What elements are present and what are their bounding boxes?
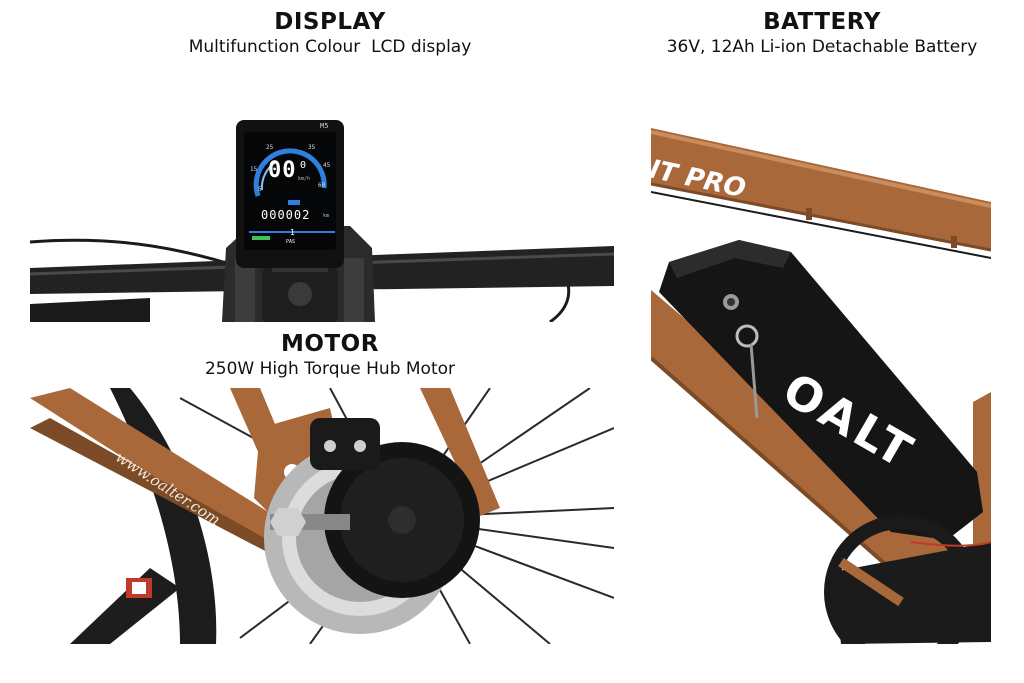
lcd-mode-label: M5 — [320, 122, 329, 130]
lcd-scale-5: 5 — [258, 186, 262, 193]
motor-heading: MOTOR 250W High Torque Hub Motor — [120, 330, 540, 380]
lcd-speed-unit: km/h — [298, 176, 311, 182]
battery-title: BATTERY — [763, 9, 881, 35]
display-title: DISPLAY — [274, 9, 386, 35]
lcd-odometer: 000002 — [261, 208, 311, 222]
battery-subtitle: 36V, 12Ah Li-ion Detachable Battery — [666, 37, 978, 57]
lcd-divider — [249, 231, 335, 233]
lcd-pas-level: 1 — [290, 228, 295, 237]
lcd-indicator-bar — [288, 200, 300, 205]
battery-photo: NT PRO OALT — [651, 122, 991, 644]
lcd-odometer-unit: km — [323, 213, 330, 219]
battery-pack — [659, 240, 983, 540]
motor-title: MOTOR — [281, 331, 379, 357]
lcd-scale-25: 25 — [266, 144, 274, 151]
motor-subtitle: 250W High Torque Hub Motor — [204, 359, 456, 379]
display-subtitle: Multifunction Colour LCD display — [188, 37, 472, 57]
lcd-pas-label: PAS — [286, 239, 296, 245]
lcd-speed: 00 — [268, 158, 297, 183]
lcd-scale-15: 15 — [250, 166, 258, 173]
battery-heading: BATTERY 36V, 12Ah Li-ion Detachable Batt… — [620, 8, 1024, 58]
lcd-battery-gauge — [252, 236, 270, 240]
lcd-scale-35: 35 — [308, 144, 316, 151]
display-heading: DISPLAY Multifunction Colour LCD display — [120, 8, 540, 58]
motor-photo: www.oalter.com — [30, 388, 614, 644]
lcd-scale-45: 45 — [323, 162, 331, 169]
lcd-scale-60: 60 — [318, 182, 326, 189]
lcd-speed-decimal: 0 — [300, 160, 307, 171]
display-photo: M5 25 35 15 45 5 60 00 0 km/h 000002 km … — [30, 118, 614, 322]
speed-arc — [253, 148, 327, 197]
